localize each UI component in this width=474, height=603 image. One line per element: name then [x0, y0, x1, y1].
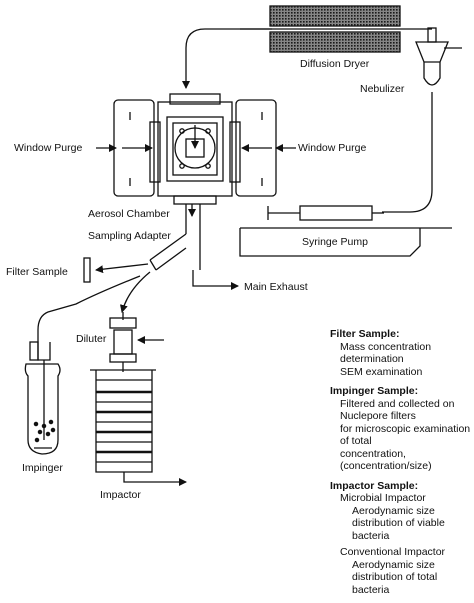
note-line: Microbial Impactor — [340, 492, 426, 504]
diluter — [109, 312, 164, 372]
filter-sample-holder — [83, 257, 149, 283]
impactor-sample-note: Impactor Sample: Microbial Impactor Aero… — [330, 480, 474, 597]
aerosol-chamber — [149, 93, 241, 205]
nebulizer-label: Nebulizer — [360, 83, 405, 95]
dryer-to-chamber-tube — [186, 28, 272, 88]
note-heading: Impinger Sample: — [330, 385, 419, 397]
note-line: Conventional Impactor — [340, 546, 446, 558]
impactor — [90, 369, 187, 486]
filter-sample-note: Filter Sample: Mass concentration determ… — [330, 328, 474, 378]
diffusion-dryer-label: Diffusion Dryer — [300, 58, 370, 70]
impinger — [24, 341, 61, 455]
aerosol-chamber-label: Aerosol Chamber — [88, 208, 170, 220]
window-purge-right-housing — [235, 99, 277, 197]
note-line: Aerodynamic size distribution of total b… — [352, 558, 438, 596]
note-line: SEM examination — [340, 365, 423, 378]
nebulizer-to-pump-line — [382, 92, 433, 213]
note-line: concentration, (concentration/size) — [340, 447, 432, 473]
syringe-pump-label: Syringe Pump — [302, 236, 368, 248]
window-purge-left-label: Window Purge — [14, 142, 83, 154]
note-heading: Impactor Sample: — [330, 479, 419, 492]
diluter-label: Diluter — [76, 333, 107, 345]
impinger-label: Impinger — [22, 462, 63, 474]
window-purge-left-housing — [113, 99, 155, 197]
note-line: for microscopic examination of total — [340, 422, 471, 448]
main-exhaust-line — [192, 270, 239, 290]
impactor-label: Impactor — [100, 489, 141, 501]
note-heading: Filter Sample: — [330, 328, 400, 340]
apparatus-diagram — [24, 5, 462, 486]
impinger-sample-note: Impinger Sample: Filtered and collected … — [330, 385, 474, 473]
main-exhaust-label: Main Exhaust — [244, 281, 308, 293]
sample-notes: Filter Sample: Mass concentration determ… — [330, 328, 474, 603]
sampling-adapter — [149, 204, 201, 271]
sampling-adapter-label: Sampling Adapter — [88, 230, 171, 242]
syringe-pump — [239, 205, 452, 257]
note-line: Filtered and collected on Nuclepore filt… — [340, 397, 455, 423]
note-line: Mass concentration determination — [340, 340, 432, 366]
note-line: Aerodynamic size distribution of viable … — [352, 504, 445, 542]
window-purge-right-label: Window Purge — [298, 142, 367, 154]
nebulizer — [415, 27, 462, 86]
filter-sample-label: Filter Sample — [6, 266, 68, 278]
